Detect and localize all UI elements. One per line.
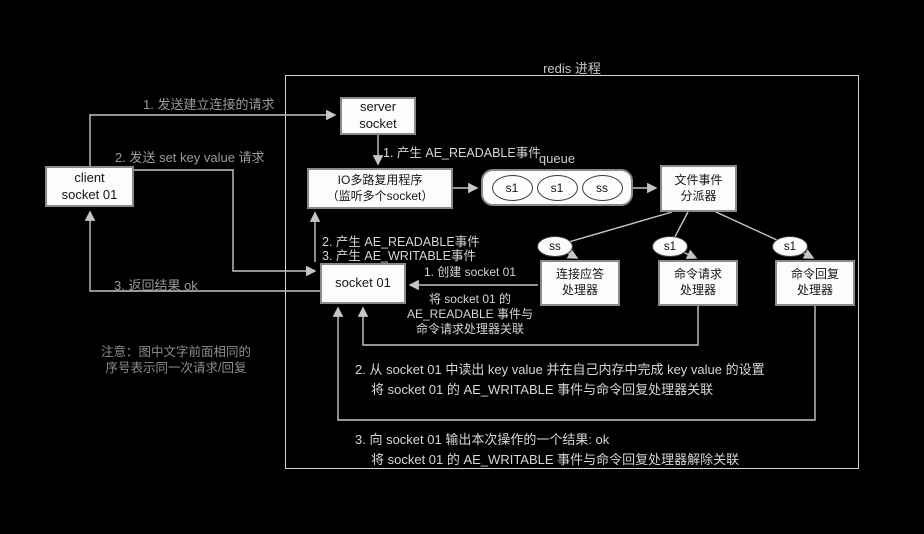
note-line2: 序号表示同一次请求/回复 [105, 361, 247, 375]
flow-token-ellipse-s1-request: s1 [652, 236, 688, 257]
redis-process-label: redis 进程 [543, 61, 601, 76]
flow-token-ellipse-s1-reply: s1 [772, 236, 808, 257]
handler-accept-line2: 处理器 [561, 283, 598, 297]
dispatcher-line1: 文件事件 [674, 172, 723, 187]
io-multiplexer-line1: IO多路复用程序 [337, 172, 423, 187]
flow-token-ellipse-ss: ss [537, 236, 573, 257]
annotation-step2-line2: 将 socket 01 的 AE_WRITABLE 事件与命令回复处理器关联 [371, 382, 714, 397]
annotation-create-line4: 命令请求处理器关联 [415, 322, 524, 336]
annotation-step3-line1: 3. 向 socket 01 输出本次操作的一个结果: ok [355, 432, 610, 447]
handler-reply-box: 命令回复 处理器 [775, 260, 855, 306]
handler-accept-line1: 连接应答 [555, 267, 604, 282]
file-event-dispatcher-box: 文件事件 分派器 [660, 165, 737, 212]
label-step2-request: 2. 发送 set key value 请求 [115, 150, 265, 165]
queue-item-ellipse: s1 [491, 174, 533, 201]
handler-reply-line2: 处理器 [796, 283, 833, 297]
socket01-box: socket 01 [320, 263, 406, 304]
server-socket-line1: server [359, 99, 397, 115]
client-socket-box: client socket 01 [45, 166, 134, 207]
server-socket-line2: socket [359, 116, 397, 131]
queue-item-label: s1 [550, 180, 564, 195]
annotation-step3-line2: 将 socket 01 的 AE_WRITABLE 事件与命令回复处理器解除关联 [371, 452, 740, 467]
queue-box: s1 s1 ss [481, 169, 633, 206]
client-label-line2: socket 01 [61, 186, 118, 202]
handler-accept-box: 连接应答 处理器 [540, 260, 620, 306]
queue-label: queue [538, 151, 576, 166]
io-multiplexer-box: IO多路复用程序 （监听多个socket） [307, 168, 453, 209]
handler-request-line2: 处理器 [679, 283, 716, 297]
note-line1: 注意：图中文字前面相同的 [100, 345, 251, 359]
client-label-line1: client [74, 169, 105, 185]
handler-request-box: 命令请求 处理器 [658, 260, 738, 306]
annotation-create-line1: 1. 创建 socket 01 [423, 265, 517, 279]
queue-item-label: s1 [505, 180, 519, 195]
server-socket-box: server socket [340, 97, 416, 135]
flow-token-label: s1 [783, 240, 797, 253]
handler-reply-line1: 命令回复 [790, 267, 839, 282]
queue-item-ellipse: s1 [536, 174, 578, 201]
handler-request-line1: 命令请求 [673, 267, 722, 282]
annotation-create-line2: 将 socket 01 的 [428, 292, 512, 306]
queue-item-label: ss [596, 180, 608, 195]
queue-item-ellipse: ss [581, 174, 623, 201]
label-event-readable-1: 1. 产生 AE_READABLE事件 [383, 146, 541, 160]
label-event-writable-3: 3. 产生 AE_WRITABLE事件 [322, 249, 476, 263]
label-step3-response: 3. 返回结果 ok [114, 278, 198, 293]
label-event-readable-2: 2. 产生 AE_READABLE事件 [322, 235, 480, 249]
flow-token-label: ss [549, 240, 561, 253]
label-step1-request: 1. 发送建立连接的请求 [143, 97, 275, 112]
io-multiplexer-line2: （监听多个socket） [326, 188, 434, 203]
dispatcher-line2: 分派器 [680, 188, 717, 203]
annotation-step2-line1: 2. 从 socket 01 中读出 key value 并在自己内存中完成 k… [355, 362, 765, 377]
flow-token-label: s1 [663, 240, 677, 253]
socket01-label: socket 01 [335, 275, 391, 291]
